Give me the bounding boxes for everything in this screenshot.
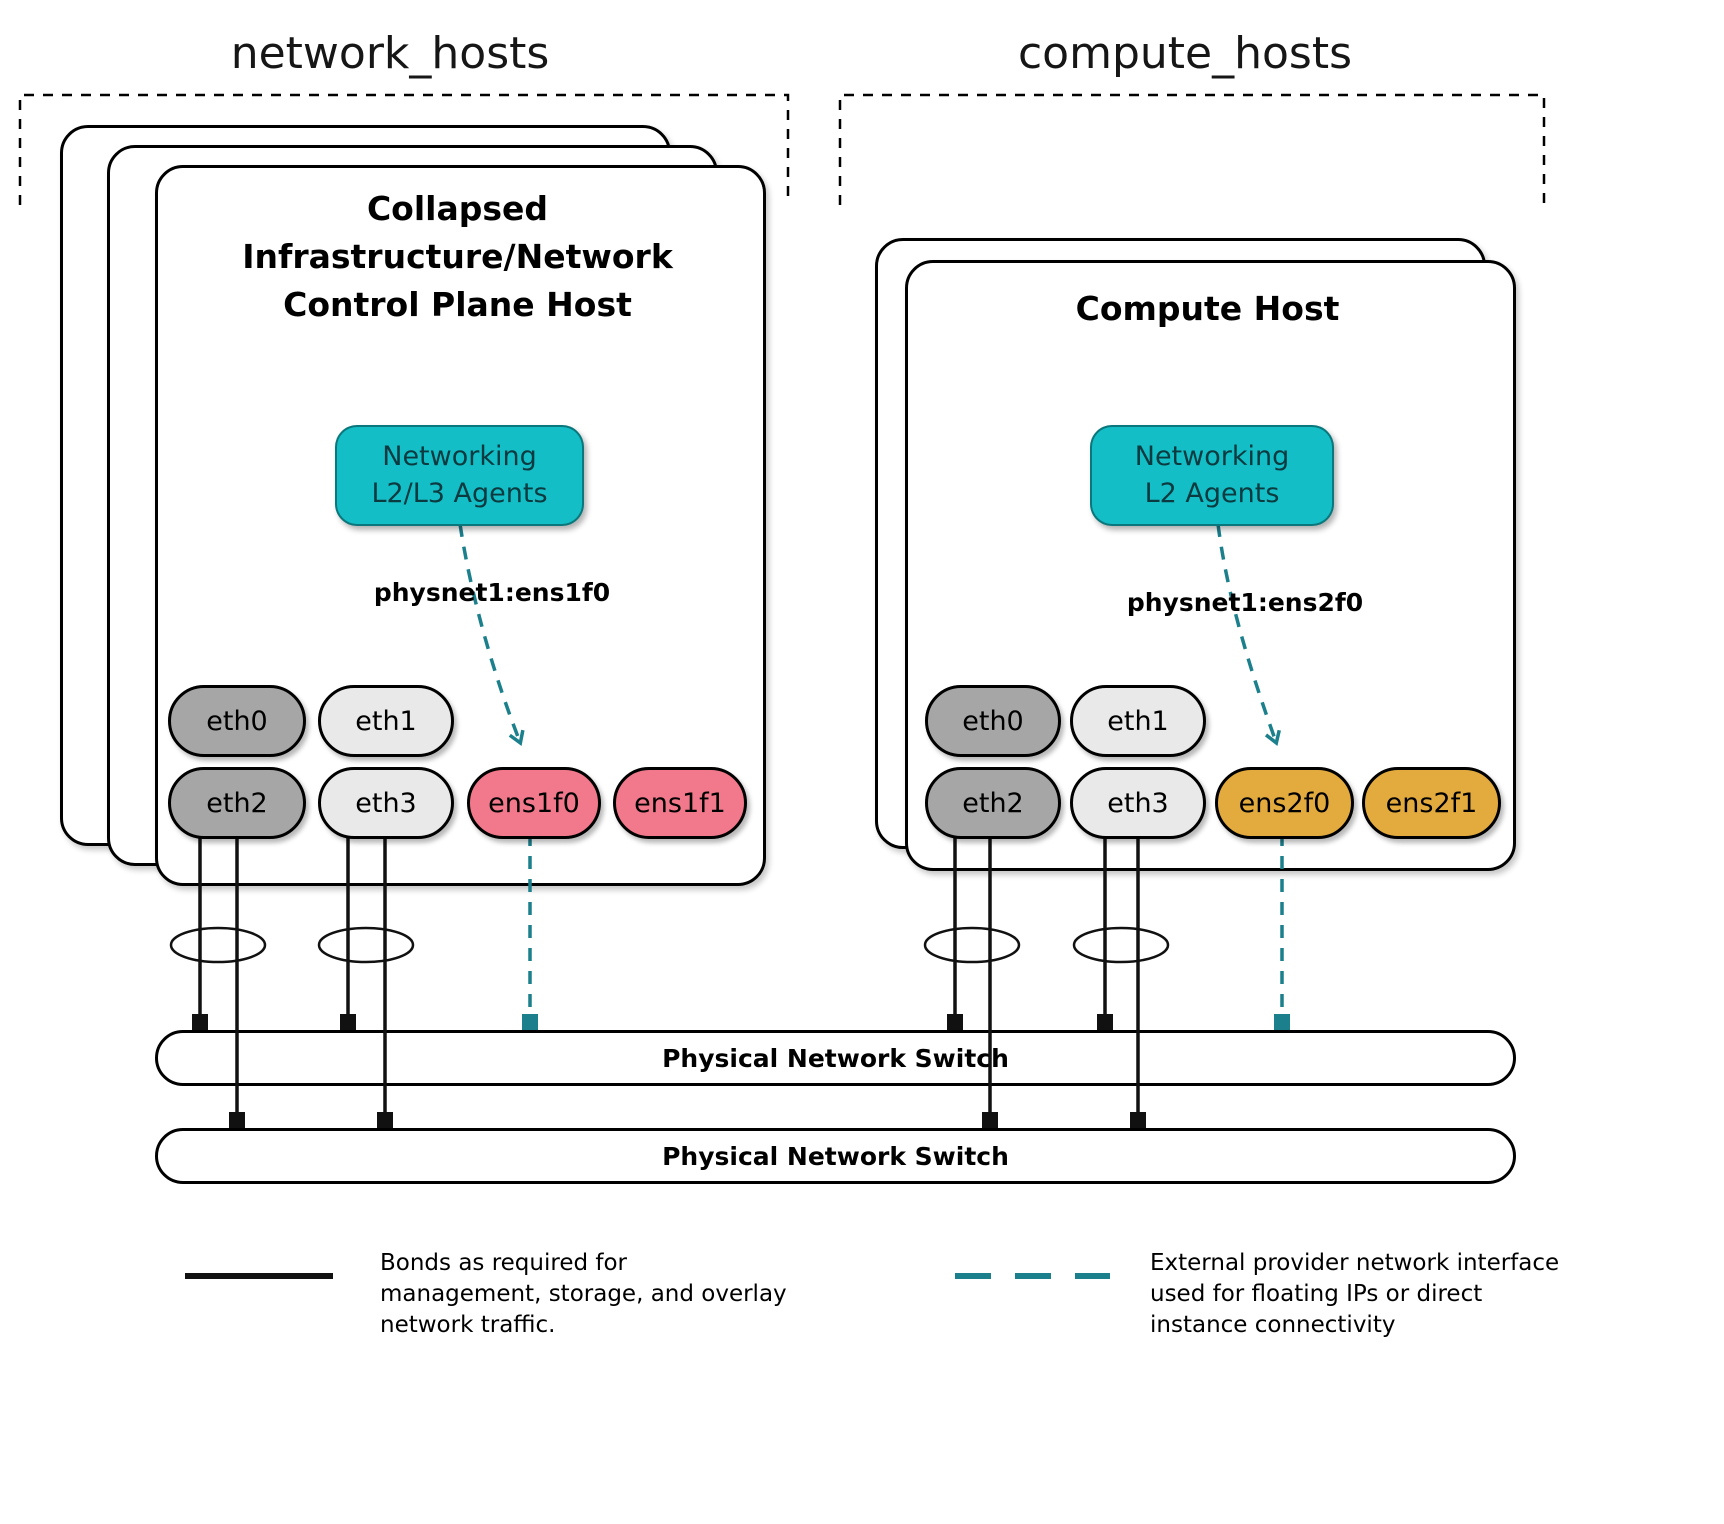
network-l2l3-agents-box: Networking L2/L3 Agents — [335, 425, 584, 526]
nic-pill-ens2f1: ens2f1 — [1362, 767, 1501, 839]
nic-pill-eth2: eth2 — [925, 767, 1061, 839]
agent-label-line: Networking — [1134, 441, 1290, 473]
physical-network-switch-1: Physical Network Switch — [155, 1030, 1516, 1086]
physnet-label-network: physnet1:ens1f0 — [373, 578, 611, 607]
nic-pill-ens1f1: ens1f1 — [613, 767, 747, 839]
network-host-title-line: Collapsed — [366, 189, 549, 228]
physical-network-switch-2: Physical Network Switch — [155, 1128, 1516, 1184]
network-host-title-line: Infrastructure/Network — [242, 236, 673, 276]
legend-bond-text: Bonds as required for management, storag… — [380, 1250, 787, 1339]
physnet-label-compute: physnet1:ens2f0 — [1126, 588, 1364, 617]
network-hosts-group-label: network_hosts — [230, 28, 550, 79]
compute-hosts-group-label: compute_hosts — [1017, 28, 1353, 79]
switch-label: Physical Network Switch — [662, 1141, 1009, 1171]
nic-pill-eth0: eth0 — [168, 685, 306, 757]
nic-pill-eth2: eth2 — [168, 767, 306, 839]
nic-pill-eth1: eth1 — [1070, 685, 1206, 757]
compute-host-title: Compute Host — [945, 285, 1470, 333]
agent-label-line: L2 Agents — [1144, 477, 1280, 509]
nic-pill-eth3: eth3 — [318, 767, 454, 839]
nic-pill-eth3: eth3 — [1070, 767, 1206, 839]
nic-pill-ens1f0: ens1f0 — [467, 767, 601, 839]
network-host-title-line: Control Plane Host — [283, 284, 632, 324]
nic-pill-ens2f0: ens2f0 — [1215, 767, 1354, 839]
nic-pill-eth0: eth0 — [925, 685, 1061, 757]
nic-pill-eth1: eth1 — [318, 685, 454, 757]
switch-label: Physical Network Switch — [662, 1043, 1009, 1073]
compute-l2-agents-box: Networking L2 Agents — [1090, 425, 1334, 526]
agent-label-line: L2/L3 Agents — [371, 477, 548, 509]
legend-external-text: External provider network interface used… — [1150, 1250, 1560, 1339]
network-host-title: Collapsed Infrastructure/Network Control… — [195, 185, 720, 329]
compute-host-title-line: Compute Host — [1075, 289, 1340, 328]
agent-label-line: Networking — [382, 441, 537, 473]
